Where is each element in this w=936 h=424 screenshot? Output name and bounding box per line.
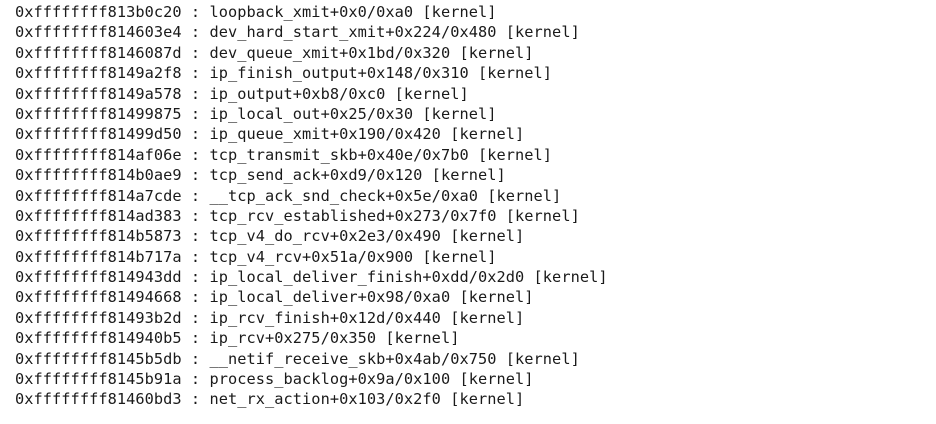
frame-address: 0xffffffff814940b5 — [15, 329, 182, 348]
frame-separator: : — [181, 166, 210, 185]
stack-frame-line: 0xffffffff81499d50 : ip_queue_xmit+0x190… — [15, 124, 936, 144]
frame-address: 0xffffffff814ad383 — [15, 206, 182, 225]
frame-symbol: ip_local_deliver_finish+0xdd/0x2d0 [kern… — [209, 268, 608, 287]
frame-separator: : — [181, 186, 210, 205]
frame-address: 0xffffffff81494668 — [15, 288, 182, 307]
frame-separator: : — [181, 227, 210, 246]
frame-separator: : — [181, 288, 210, 307]
frame-symbol: dev_queue_xmit+0x1bd/0x320 [kernel] — [209, 43, 534, 62]
frame-address: 0xffffffff814b717a — [15, 247, 182, 266]
stack-frame-line: 0xffffffff8146087d : dev_queue_xmit+0x1b… — [15, 43, 936, 63]
stack-frame-line: 0xffffffff814603e4 : dev_hard_start_xmit… — [15, 22, 936, 42]
frame-separator: : — [181, 390, 210, 409]
frame-address: 0xffffffff814b5873 — [15, 227, 182, 246]
frame-separator: : — [181, 125, 210, 144]
frame-address: 0xffffffff814603e4 — [15, 23, 182, 42]
frame-separator: : — [181, 64, 210, 83]
frame-separator: : — [181, 145, 210, 164]
frame-symbol: ip_rcv_finish+0x12d/0x440 [kernel] — [209, 308, 525, 327]
frame-address: 0xffffffff8149a578 — [15, 84, 182, 103]
frame-separator: : — [181, 104, 210, 123]
frame-symbol: tcp_rcv_established+0x273/0x7f0 [kernel] — [209, 206, 580, 225]
frame-separator: : — [181, 3, 210, 21]
frame-symbol: net_rx_action+0x103/0x2f0 [kernel] — [209, 390, 525, 409]
frame-separator: : — [181, 349, 210, 368]
frame-address: 0xffffffff8149a2f8 — [15, 64, 182, 83]
stack-frame-line: 0xffffffff814af06e : tcp_transmit_skb+0x… — [15, 145, 936, 165]
frame-address: 0xffffffff814a7cde — [15, 186, 182, 205]
frame-separator: : — [181, 329, 210, 348]
stack-frame-line: 0xffffffff8149a2f8 : ip_finish_output+0x… — [15, 63, 936, 83]
stack-frame-line: 0xffffffff814a7cde : __tcp_ack_snd_check… — [15, 186, 936, 206]
stack-frame-line: 0xffffffff81460bd3 : net_rx_action+0x103… — [15, 389, 936, 409]
frame-symbol: process_backlog+0x9a/0x100 [kernel] — [209, 370, 534, 389]
frame-address: 0xffffffff81499d50 — [15, 125, 182, 144]
frame-symbol: ip_rcv+0x275/0x350 [kernel] — [209, 329, 460, 348]
frame-separator: : — [181, 84, 210, 103]
frame-symbol: __tcp_ack_snd_check+0x5e/0xa0 [kernel] — [209, 186, 562, 205]
stack-frame-line: 0xffffffff81494668 : ip_local_deliver+0x… — [15, 287, 936, 307]
frame-address: 0xffffffff81493b2d — [15, 308, 182, 327]
frame-symbol: ip_queue_xmit+0x190/0x420 [kernel] — [209, 125, 525, 144]
frame-address: 0xffffffff8145b5db — [15, 349, 182, 368]
frame-separator: : — [181, 268, 210, 287]
stack-frame-line: 0xffffffff8145b91a : process_backlog+0x9… — [15, 369, 936, 389]
frame-symbol: ip_output+0xb8/0xc0 [kernel] — [209, 84, 469, 103]
frame-symbol: tcp_send_ack+0xd9/0x120 [kernel] — [209, 166, 506, 185]
frame-separator: : — [181, 206, 210, 225]
frame-address: 0xffffffff813b0c20 — [15, 3, 182, 21]
stack-frame-line: 0xffffffff8149a578 : ip_output+0xb8/0xc0… — [15, 84, 936, 104]
stack-frame-line: 0xffffffff81499875 : ip_local_out+0x25/0… — [15, 104, 936, 124]
frame-symbol: ip_finish_output+0x148/0x310 [kernel] — [209, 64, 553, 83]
frame-separator: : — [181, 43, 210, 62]
frame-address: 0xffffffff8146087d — [15, 43, 182, 62]
stack-frame-line: 0xffffffff814ad383 : tcp_rcv_established… — [15, 206, 936, 226]
frame-symbol: loopback_xmit+0x0/0xa0 [kernel] — [209, 3, 497, 21]
frame-address: 0xffffffff814b0ae9 — [15, 166, 182, 185]
stack-frame-line: 0xffffffff814b717a : tcp_v4_rcv+0x51a/0x… — [15, 247, 936, 267]
stack-frame-line: 0xffffffff814940b5 : ip_rcv+0x275/0x350 … — [15, 328, 936, 348]
frame-symbol: ip_local_out+0x25/0x30 [kernel] — [209, 104, 497, 123]
frame-address: 0xffffffff814943dd — [15, 268, 182, 287]
frame-address: 0xffffffff81499875 — [15, 104, 182, 123]
frame-separator: : — [181, 308, 210, 327]
frame-symbol: ip_local_deliver+0x98/0xa0 [kernel] — [209, 288, 534, 307]
frame-symbol: dev_hard_start_xmit+0x224/0x480 [kernel] — [209, 23, 580, 42]
frame-separator: : — [181, 370, 210, 389]
stack-frame-line: 0xffffffff81493b2d : ip_rcv_finish+0x12d… — [15, 308, 936, 328]
frame-address: 0xffffffff81460bd3 — [15, 390, 182, 409]
frame-address: 0xffffffff814af06e — [15, 145, 182, 164]
stack-frame-line: 0xffffffff814b0ae9 : tcp_send_ack+0xd9/0… — [15, 165, 936, 185]
stack-frame-line: 0xffffffff8145b5db : __netif_receive_skb… — [15, 349, 936, 369]
frame-symbol: __netif_receive_skb+0x4ab/0x750 [kernel] — [209, 349, 580, 368]
frame-separator: : — [181, 247, 210, 266]
stack-frame-line: 0xffffffff814943dd : ip_local_deliver_fi… — [15, 267, 936, 287]
frame-symbol: tcp_transmit_skb+0x40e/0x7b0 [kernel] — [209, 145, 553, 164]
frame-symbol: tcp_v4_rcv+0x51a/0x900 [kernel] — [209, 247, 497, 266]
stack-frame-line: 0xffffffff814b5873 : tcp_v4_do_rcv+0x2e3… — [15, 226, 936, 246]
frame-address: 0xffffffff8145b91a — [15, 370, 182, 389]
stack-frame-line: 0xffffffff813b0c20 : loopback_xmit+0x0/0… — [15, 2, 936, 22]
frame-symbol: tcp_v4_do_rcv+0x2e3/0x490 [kernel] — [209, 227, 525, 246]
frame-separator: : — [181, 23, 210, 42]
